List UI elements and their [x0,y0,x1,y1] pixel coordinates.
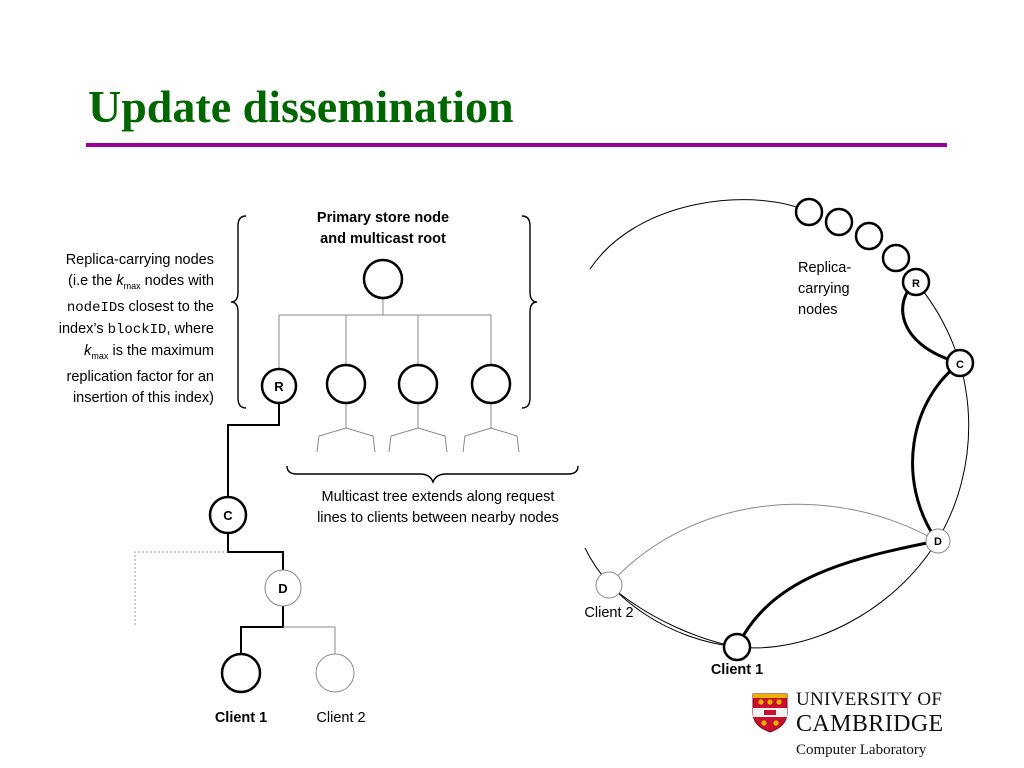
ring-node-r-label: R [912,278,920,290]
right-brace [521,215,538,409]
slide-title: Update dissemination [88,81,514,132]
ring-replica-node [794,197,824,227]
replica-node [397,363,439,405]
ring-replica-node [881,243,911,273]
university-logo: UNIVERSITY OF CAMBRIDGE Computer Laborat… [752,690,952,760]
tree-node-r [260,367,298,405]
replica-node [470,363,512,405]
tree-dashed-line [134,551,228,625]
title-rule [86,143,947,147]
left-brace [230,215,247,409]
tree-client2-label: Client 2 [316,710,365,726]
multicast-note-line2: lines to clients between nearby nodes [317,510,559,526]
logo-line1: UNIVERSITY OF [796,689,943,710]
tree-client2-node [315,653,355,693]
ring-diagram [584,197,975,662]
tree-node-d [264,569,302,607]
multicast-note-line1: Multicast tree extends along request [322,489,555,505]
ring-node-d [925,528,951,554]
tree-request-path [227,404,284,654]
ring-client1-label: Client 1 [711,662,763,678]
ring-replica-label-line3: nodes [798,302,838,318]
tree-node-r-label: R [274,379,284,394]
replica-node [325,363,367,405]
ring-replica-node [824,207,854,237]
tree-diagram [134,215,579,694]
ring-client1-node [722,632,752,662]
replica-description: Replica-carrying nodes (i.e the kmax nod… [58,252,214,406]
tree-client1-label: Client 1 [215,710,267,726]
ring-replica-label-line1: Replica- [798,260,851,276]
logo-line3: Computer Laboratory [796,742,927,758]
ring-labels: Replica- carrying nodes R C D Client 2 C… [584,260,964,678]
ring-request-path [735,280,961,648]
tree-client2-line [283,626,336,654]
tree-labels: Primary store node and multicast root R … [215,210,559,726]
ring-node-r [901,267,931,297]
ring-node-d-label: D [934,536,942,548]
root-label-line2: and multicast root [320,231,446,247]
ring-client2-label: Client 2 [584,605,633,621]
child-sub-branches [316,403,520,453]
tree-client1-node [220,652,262,694]
ring-arc-right [915,281,970,542]
tree-node-c-label: C [223,508,233,523]
ring-node-c-label: C [956,359,964,371]
cambridge-shield-icon [752,693,788,733]
root-branches [278,298,492,368]
root-node [362,258,404,300]
multicast-brace [286,465,579,484]
tree-node-c [208,495,248,535]
ring-node-c [945,348,975,378]
ring-replica-node [854,221,884,251]
ring-arc-top [589,199,810,270]
logo-line2: CAMBRIDGE [796,711,944,737]
ring-arc-bottom [584,540,938,649]
tree-node-d-label: D [278,581,287,596]
ring-client2-node [595,571,623,599]
root-label-line1: Primary store node [317,210,449,226]
ring-replica-label-line2: carrying [798,281,850,297]
ring-chord-d-client2 [608,503,938,586]
